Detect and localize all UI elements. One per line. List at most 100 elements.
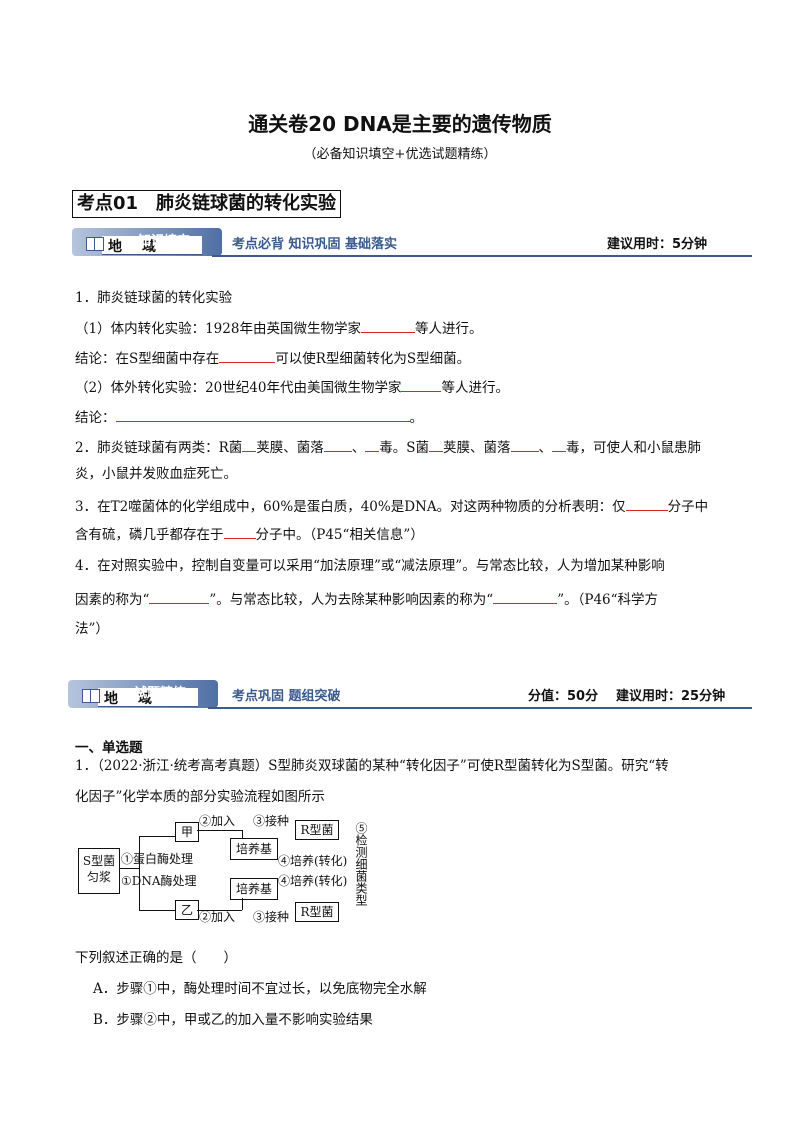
page-subtitle: （必备知识填空+优选试题精练）: [303, 147, 497, 162]
connector: [139, 836, 175, 837]
banner-field-box: [98, 688, 198, 707]
step3-inoculate-top-label: ③接种: [253, 814, 290, 828]
fill-blank[interactable]: [219, 348, 276, 363]
step2-add-top-label: ②加入: [199, 814, 236, 828]
text: ”。（P46“科学方: [557, 592, 659, 608]
q2-line1: 2．肺炎链球菌有两类：R菌荚膜、菌落、毒。S菌荚膜、菌落、毒，可使人和小鼠患肺: [75, 437, 735, 458]
fill-blank[interactable]: [493, 589, 558, 604]
banner-slogan: 考点巩固 题组突破: [232, 689, 341, 704]
step5-detect-label: ⑤检测细菌类型: [354, 822, 368, 906]
step4-culture-bottom-label: ④培养(转化): [278, 874, 348, 888]
connector: [139, 910, 175, 911]
step1-protease-label: ①蛋白酶处理: [121, 852, 194, 866]
knowledge-banner: 地 域 知识填空 考点必背 知识巩固 基础落实 建议用时：5分钟: [72, 228, 752, 258]
fill-blank[interactable]: [552, 437, 567, 452]
banner-yu: 域: [138, 691, 152, 707]
banner-field-box: [102, 236, 202, 255]
jia-box: 甲: [175, 822, 199, 842]
banner-pill-label: 知识填空: [138, 234, 191, 249]
medium-bottom-box: 培养基: [230, 878, 278, 900]
step4-culture-top-label: ④培养(转化): [278, 854, 348, 868]
connector: [139, 836, 140, 910]
step1-dnase-label: ①DNA酶处理: [121, 874, 197, 888]
text: 、: [538, 440, 553, 456]
fill-blank[interactable]: [223, 524, 256, 539]
fill-blank[interactable]: [625, 496, 668, 511]
text: 荚膜、菌落: [443, 440, 511, 456]
fill-blank[interactable]: [115, 407, 410, 422]
q1-line1: （1）体内转化实验：1928年由英国微生物学家等人进行。: [75, 318, 735, 339]
s-box-line1: S型菌: [82, 854, 116, 868]
q1-line2: 结论：在S型细菌中存在 可以使R型细菌转化为S型细菌。: [75, 348, 735, 369]
banner-score: 分值：50分: [528, 689, 599, 704]
step2-add-bottom-label: ②加入: [199, 910, 236, 924]
banner-time: 建议用时：25分钟: [616, 689, 726, 704]
text: 结论：: [75, 410, 116, 426]
text: 。: [409, 410, 424, 426]
banner-rule: [208, 707, 752, 709]
connector: [242, 898, 243, 910]
text: 等人进行。: [441, 380, 509, 396]
section-heading: 考点01 肺炎链球菌的转化实验: [72, 190, 342, 218]
option-b[interactable]: B．步骤②中，甲或乙的加入量不影响实验结果: [93, 1012, 373, 1028]
q1-line4: 结论： 。: [75, 407, 735, 428]
text: （2）体外转化实验：20世纪40年代由美国微生物学家: [75, 380, 402, 396]
fill-blank[interactable]: [242, 437, 257, 452]
text: 分子中。（P45“相关信息”）: [255, 527, 424, 543]
banner-rule: [212, 255, 752, 257]
fill-blank[interactable]: [365, 437, 380, 452]
r-bacteria-bottom-box: R型菌: [295, 902, 339, 922]
text: 分子中: [667, 499, 709, 515]
text: 3．在T2噬菌体的化学组成中，60%是蛋白质，40%是DNA。对这两种物质的分析…: [75, 499, 626, 515]
banner-di: 地: [104, 691, 118, 707]
q1-heading: 1．肺炎链球菌的转化实验: [75, 290, 233, 306]
banner-di: 地: [108, 239, 122, 255]
text: 2．肺炎链球菌有两类：R菌: [75, 440, 243, 456]
q2-line2: 炎，小鼠并发败血症死亡。: [75, 466, 237, 482]
text: 毒，可使人和小鼠患肺: [566, 440, 702, 456]
fill-blank[interactable]: [360, 318, 415, 333]
s-box-line2: 匀浆: [86, 870, 111, 884]
fill-blank[interactable]: [401, 377, 442, 392]
connector: [197, 910, 242, 911]
banner-time: 建议用时：5分钟: [607, 237, 708, 252]
text: ”。与常态比较，人为去除某种影响因素的称为“: [209, 592, 494, 608]
text: 毒。S菌: [379, 440, 430, 456]
fill-blank[interactable]: [429, 437, 444, 452]
yi-box: 乙: [175, 900, 199, 920]
text: 结论：在S型细菌中存在: [75, 351, 220, 367]
connector: [197, 830, 242, 831]
text: 、: [351, 440, 366, 456]
banner-pill-label: 试题精练: [134, 686, 187, 701]
s-bacteria-homogenate-box: S型菌 匀浆: [78, 848, 120, 894]
question1-line2: 化因子”化学本质的部分实验流程如图所示: [75, 789, 325, 805]
page-title: 通关卷20 DNA是主要的遗传物质: [248, 112, 552, 136]
question1-line1: 1．（2022·浙江·统考高考真题）S型肺炎双球菌的某种“转化因子”可使R型菌转…: [75, 758, 669, 774]
option-a[interactable]: A．步骤①中，酶处理时间不宜过长，以免底物完全水解: [93, 981, 427, 997]
book-icon: [86, 237, 104, 251]
connector: [119, 868, 139, 869]
q4-line3: 法”）: [75, 621, 109, 637]
section-single-choice: 一、单选题: [75, 740, 143, 756]
banner-yu: 域: [142, 239, 156, 255]
fill-blank[interactable]: [510, 437, 539, 452]
fill-blank[interactable]: [323, 437, 352, 452]
q3-line2: 含有硫，磷几乎都存在于 分子中。（P45“相关信息”）: [75, 524, 735, 545]
text: （1）体内转化实验：1928年由英国微生物学家: [75, 321, 361, 337]
fill-blank[interactable]: [149, 589, 210, 604]
banner-slogan: 考点必背 知识巩固 基础落实: [232, 237, 398, 252]
question1-prompt: 下列叙述正确的是（ ）: [75, 950, 237, 966]
text: 可以使R型细菌转化为S型细菌。: [275, 351, 471, 367]
q3-line1: 3．在T2噬菌体的化学组成中，60%是蛋白质，40%是DNA。对这两种物质的分析…: [75, 496, 735, 517]
q1-line3: （2）体外转化实验：20世纪40年代由美国微生物学家 等人进行。: [75, 377, 735, 398]
experiment-flow-diagram: S型菌 匀浆 甲 乙 培养基 培养基 R型菌 R型菌 ①蛋白酶处理 ①DNA酶处…: [75, 812, 395, 928]
connector: [242, 830, 243, 838]
book-icon: [82, 689, 100, 703]
step3-inoculate-bottom-label: ③接种: [253, 910, 290, 924]
text: 含有硫，磷几乎都存在于: [75, 527, 224, 543]
medium-top-box: 培养基: [230, 838, 278, 860]
r-bacteria-top-box: R型菌: [295, 820, 339, 840]
practice-banner: 地 域 试题精练 考点巩固 题组突破 分值：50分 建议用时：25分钟: [68, 680, 752, 710]
q4-line2: 因素的称为“”。与常态比较，人为去除某种影响因素的称为“”。（P46“科学方: [75, 589, 735, 610]
text: 荚膜、菌落: [256, 440, 324, 456]
